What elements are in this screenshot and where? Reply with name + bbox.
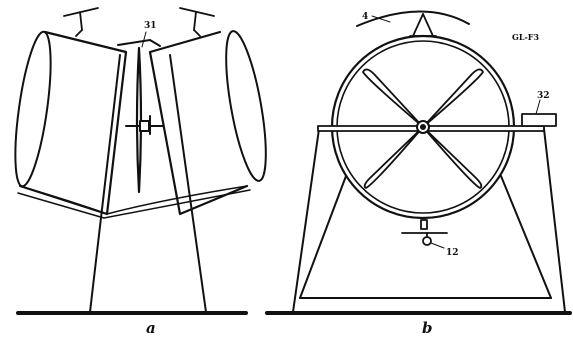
- duct-joint-bottom: [19, 185, 248, 215]
- panel-label-a: a: [146, 319, 156, 337]
- label-31: 31: [144, 21, 157, 31]
- horizontal-shaft: [317, 125, 545, 132]
- duct-joint-top: [117, 39, 161, 47]
- panel-a-drawing: [14, 7, 267, 315]
- panel-b-drawing: [265, 10, 572, 315]
- right-duct-cylinder: [148, 30, 267, 216]
- frame-leg-inner-right: [500, 175, 552, 299]
- label-4: 4: [362, 12, 368, 22]
- figure-code: GL-F3: [512, 32, 539, 42]
- leader-12: [430, 242, 445, 249]
- top-mount-bracket: [409, 13, 437, 37]
- propeller-blade-side: [135, 46, 143, 194]
- left-duct-cylinder: [14, 30, 128, 216]
- frame-leg-outer-left: [292, 128, 320, 313]
- top-curved-frame: [356, 10, 470, 27]
- frame-leg-outer-right: [543, 128, 566, 313]
- propeller-hub-a: [125, 115, 164, 135]
- duct-lower-edge: [17, 189, 251, 219]
- mount-bracket-right-a: [179, 7, 215, 37]
- tower-leg-left-a: [89, 54, 121, 313]
- leader-31: [141, 31, 147, 48]
- label-12: 12: [446, 248, 459, 258]
- leader-4: [371, 15, 391, 23]
- bottom-bearing-assembly: [401, 219, 448, 246]
- wheel-blades: [362, 68, 484, 189]
- leader-32: [535, 99, 541, 115]
- wheel-hub-dot: [420, 124, 426, 130]
- panel-label-b: b: [422, 319, 433, 337]
- mount-bracket-left-a: [63, 7, 99, 37]
- tower-leg-right-a: [169, 54, 207, 313]
- frame-leg-inner-left: [299, 175, 347, 299]
- label-32: 32: [537, 91, 550, 101]
- component-box-32: [521, 113, 557, 127]
